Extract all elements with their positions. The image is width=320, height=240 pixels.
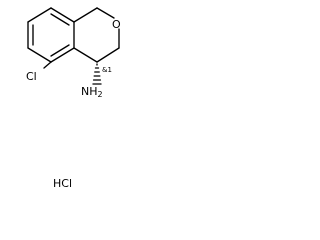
bond-c8-c8a	[27, 7, 52, 23]
oxygen-atom-label: O	[112, 18, 121, 31]
bond-c6-c4a	[50, 47, 75, 63]
bond-c5-cl	[43, 61, 52, 69]
stereo-descriptor-label: &1	[102, 66, 112, 74]
amine-group-label: NH2	[81, 85, 103, 99]
bond-c1-o	[96, 7, 115, 19]
chlorine-atom-label: Cl	[26, 70, 37, 83]
bond-c8a-c8	[50, 7, 75, 23]
benzene-ring	[27, 7, 75, 63]
hashed-wedge-bond	[92, 63, 102, 85]
bond-c8a-c1	[73, 7, 98, 23]
pyran-ring	[73, 7, 120, 63]
chemical-structure-drawing: O Cl &1 NH2 HCl	[26, 7, 121, 190]
hcl-salt-label: HCl	[53, 177, 72, 190]
bond-c5-c6	[27, 47, 52, 63]
aromatic-double-bond-top	[50, 13, 70, 26]
aromatic-double-bond-bottom	[50, 44, 70, 57]
bond-c4-c4a	[73, 47, 98, 63]
amine-subscript: 2	[98, 90, 103, 99]
amine-atom-label: NH	[81, 85, 98, 98]
bond-c3-c4	[96, 47, 120, 63]
